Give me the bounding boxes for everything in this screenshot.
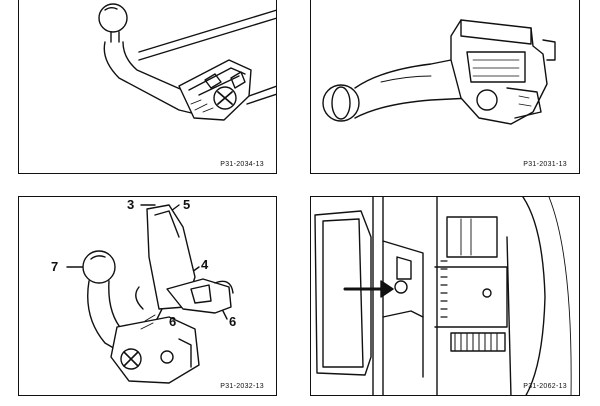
figure-code: P31-2032-13 bbox=[220, 383, 264, 390]
lock-closeup-illustration bbox=[314, 197, 572, 395]
figure-code: P31-2062-13 bbox=[523, 383, 567, 390]
callout-6-right: 6 bbox=[229, 314, 237, 329]
towbar-labelled-illustration bbox=[66, 204, 234, 384]
callout-6-left: 6 bbox=[169, 314, 177, 329]
towbar-mounted-illustration bbox=[98, 3, 276, 121]
callout-4: 4 bbox=[201, 257, 209, 272]
figure-code: P31-2034-13 bbox=[220, 161, 264, 168]
callout-7: 7 bbox=[51, 259, 59, 274]
callout-3: 3 bbox=[127, 197, 135, 212]
panel-lock-closeup: P31-2062-13 bbox=[310, 196, 580, 396]
towbar-removed-illustration bbox=[322, 19, 556, 125]
panel-towbar-labelled: 3 5 7 4 6 6 P31-2032-13 bbox=[18, 196, 277, 396]
figure-code: P31-2031-13 bbox=[523, 161, 567, 168]
panel-towbar-removed: P31-2031-13 bbox=[310, 0, 580, 174]
panel-towbar-mounted: P31-2034-13 bbox=[18, 0, 277, 174]
callout-5: 5 bbox=[183, 197, 191, 212]
